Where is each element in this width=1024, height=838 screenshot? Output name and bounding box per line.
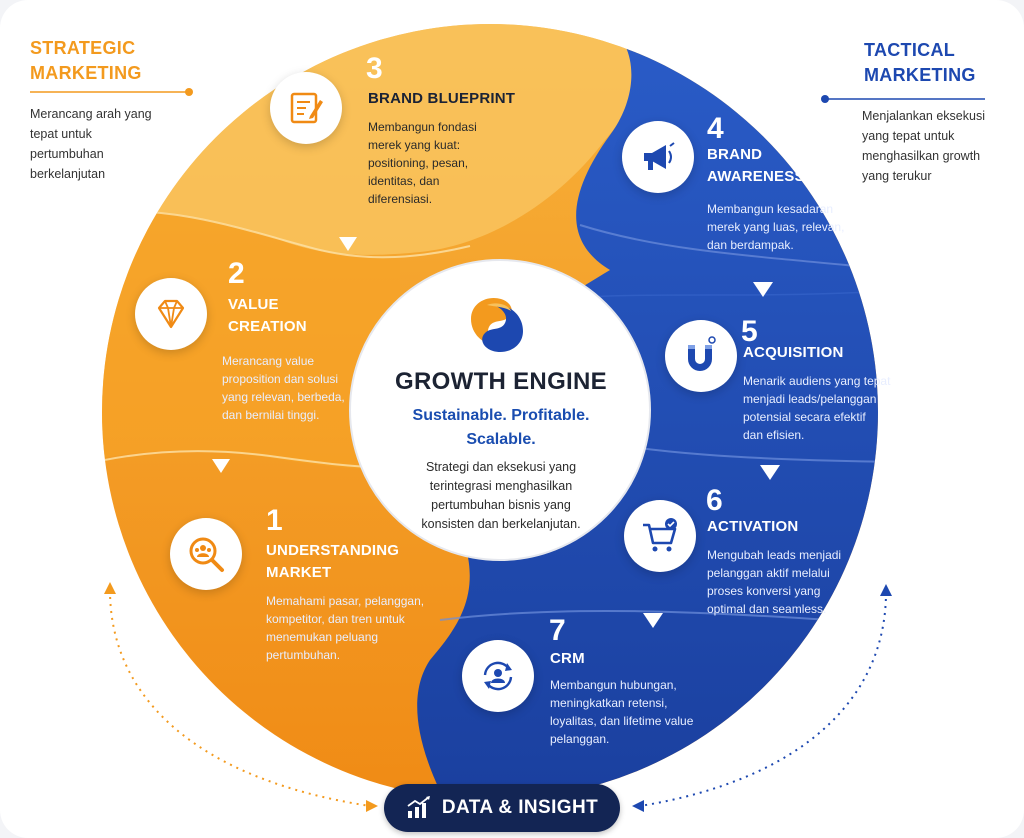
center-subtitle: Sustainable. Profitable. Scalable.: [412, 407, 590, 448]
step-4-icon-circle: [622, 121, 694, 193]
arrow-6-to-7: [643, 613, 663, 628]
step-7-desc: Membangun hubungan, meningkatkan retensi…: [550, 678, 694, 746]
step-1-icon-circle: [170, 518, 242, 590]
step-6-title: ACTIVATION: [707, 518, 799, 535]
data-insight-bar: DATA & INSIGHT: [384, 784, 620, 832]
step-3-number: 3: [366, 52, 383, 85]
step-1-title: UNDERSTANDING MARKET: [266, 542, 400, 581]
step-5-desc: Menarik audiens yang tepat menjadi leads…: [743, 374, 891, 442]
step-1-number: 1: [266, 504, 283, 537]
step-5-number: 5: [741, 315, 758, 348]
step-4-title: BRAND AWARENESS: [707, 146, 805, 185]
step-6-icon-circle: [624, 500, 696, 572]
blue-half: [417, 24, 878, 800]
data-insight-label: DATA & INSIGHT: [441, 797, 599, 818]
step-7-icon-circle: [462, 640, 534, 712]
diamond-icon: [157, 299, 185, 329]
magnet-icon: [688, 336, 716, 371]
market-research-icon: [189, 537, 224, 572]
center-description: Strategi dan eksekusi yang terintegrasi …: [421, 460, 581, 531]
center-disc: [350, 260, 650, 560]
step-3-icon-circle: [270, 72, 342, 144]
center-title: GROWTH ENGINE: [395, 368, 607, 395]
arrow-4-to-5: [753, 282, 773, 297]
step-6-number: 6: [706, 484, 723, 517]
arrow-5-to-6: [760, 465, 780, 480]
arrow-2-to-1: [212, 459, 230, 473]
chart-icon: [407, 796, 430, 818]
blueprint-icon: [290, 92, 323, 124]
step-2-number: 2: [228, 257, 245, 290]
step-7-number: 7: [549, 614, 566, 647]
step-3-desc: Membangun fondasi merek yang kuat: posit…: [368, 120, 477, 206]
step-5-icon-circle: [665, 320, 737, 392]
step-7-title: CRM: [550, 650, 585, 667]
arrow-3-to-2: [339, 237, 357, 251]
strategic-marketing-desc: Merancang arah yang tepat untuk pertumbu…: [30, 107, 152, 181]
step-2-title: VALUE CREATION: [228, 296, 307, 335]
growth-engine-logo-icon: [471, 297, 523, 353]
step-4-number: 4: [707, 112, 724, 145]
strategic-marketing-title: STRATEGIC MARKETING: [30, 38, 142, 83]
customer-cycle-icon: [483, 661, 513, 691]
step-6-desc: Mengubah leads menjadi pelanggan aktif m…: [707, 548, 842, 616]
step-2-icon-circle: [135, 278, 207, 350]
tactical-marketing-desc: Menjalankan eksekusi yang tepat untuk me…: [862, 109, 985, 183]
tactical-marketing-title: TACTICAL MARKETING: [864, 40, 976, 85]
step-3-title: BRAND BLUEPRINT: [368, 90, 516, 107]
cart-check-icon: [643, 518, 677, 552]
megaphone-icon: [644, 142, 675, 170]
step-1-desc: Memahami pasar, pelanggan, kompetitor, d…: [266, 594, 425, 662]
step-2-desc: Merancang value proposition dan solusi y…: [222, 354, 345, 422]
step-4-desc: Membangun kesadaran merek yang luas, rel…: [707, 202, 845, 252]
step-5-title: ACQUISITION: [743, 344, 844, 361]
